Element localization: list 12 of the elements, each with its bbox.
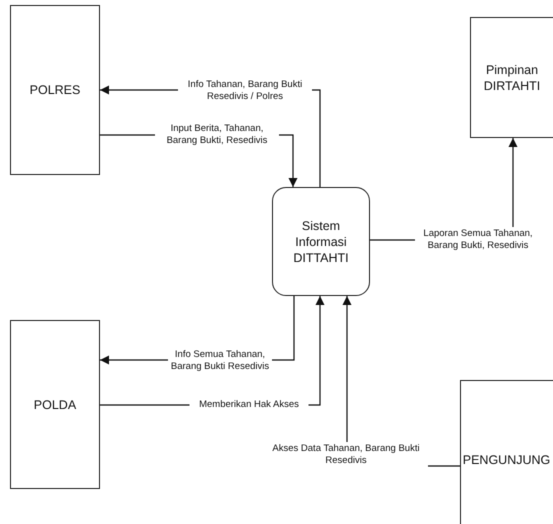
node-label: POLRES — [28, 82, 82, 98]
entity-box — [460, 380, 553, 524]
process-box — [272, 187, 370, 296]
entity-box — [10, 320, 100, 489]
entity-box — [10, 5, 100, 175]
edge-label: Input Berita, Tahanan, Barang Bukti, Resedivis — [155, 122, 279, 148]
node-label: POLDA — [32, 396, 78, 412]
edge-label: Info Semua Tahanan, Barang Bukti Resedivis — [168, 348, 272, 374]
entity-box — [470, 17, 553, 138]
node-label: Sistem Informasi DITTAHTI — [292, 218, 350, 266]
node-label: Pimpinan DIRTAHTI — [482, 62, 542, 94]
node-label: PENGUNJUNG — [462, 452, 552, 468]
